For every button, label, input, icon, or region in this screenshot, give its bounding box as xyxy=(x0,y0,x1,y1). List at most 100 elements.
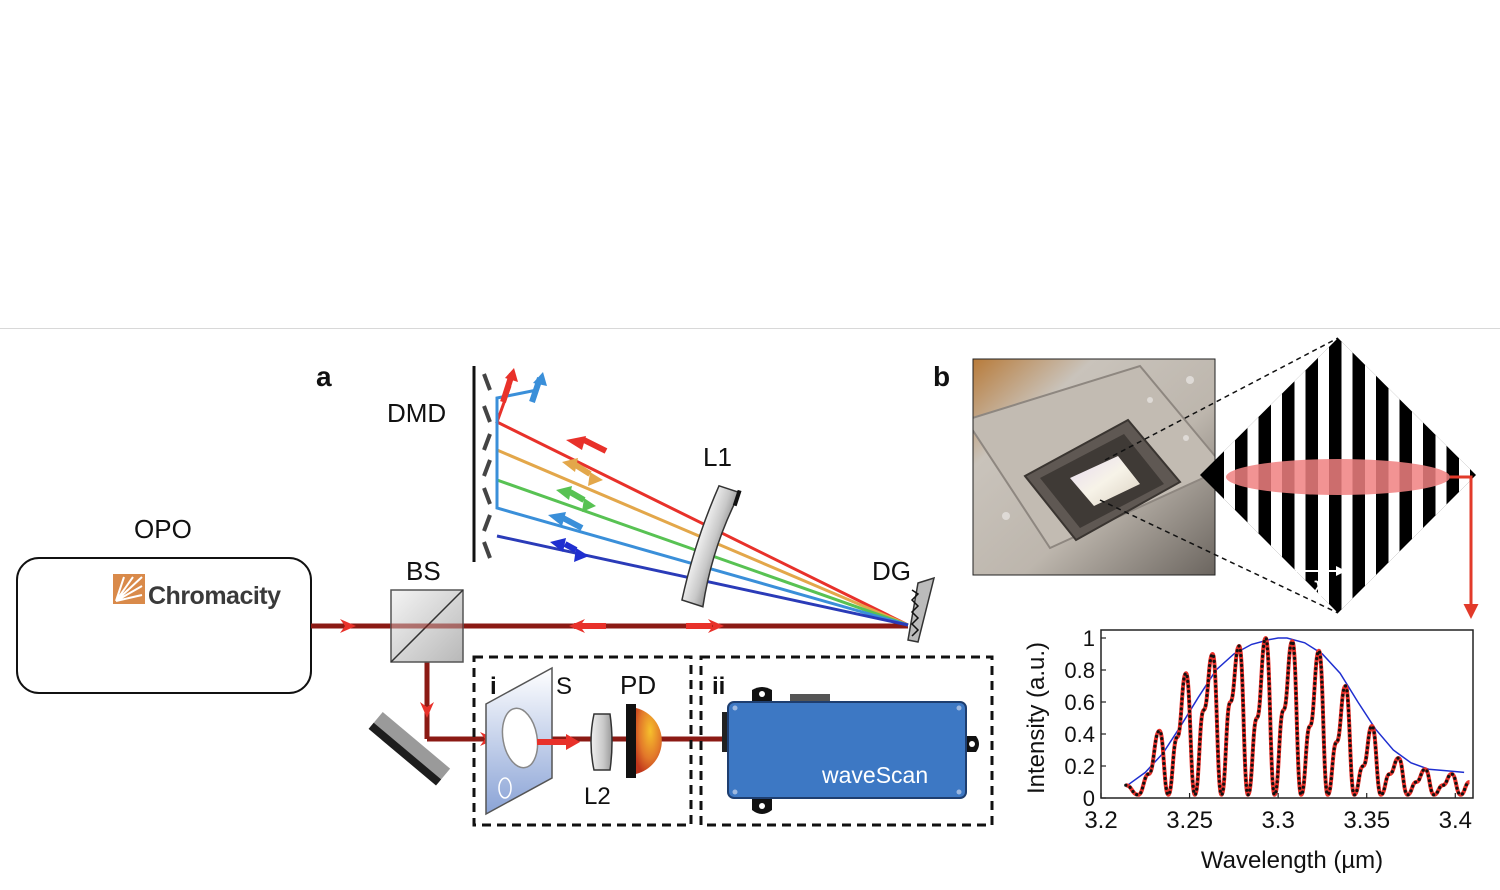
series-black-dot xyxy=(1381,791,1385,796)
l2-lens xyxy=(590,713,613,771)
series-black-dot xyxy=(1179,712,1183,716)
series-black-dot xyxy=(1267,672,1271,676)
series-black-dot xyxy=(1241,698,1245,703)
series-black-dot xyxy=(1204,698,1209,703)
series-black-dot xyxy=(1208,659,1212,663)
series-black-dot xyxy=(1171,755,1175,760)
series-black-dot xyxy=(1231,688,1235,693)
series-black-dot xyxy=(1278,730,1282,734)
series-black-dot xyxy=(1178,722,1182,726)
series-black-dot xyxy=(1179,707,1183,711)
wavescan-device xyxy=(722,687,979,814)
series-black-dot xyxy=(1292,646,1296,651)
series-black-dot xyxy=(1447,775,1451,779)
series-black-dot xyxy=(1249,778,1253,782)
y-tick-label: 0 xyxy=(1083,786,1095,811)
series-black-dot xyxy=(1269,737,1273,741)
series-black-dot xyxy=(1162,761,1166,766)
series-black-dot xyxy=(1243,763,1247,768)
series-black-dot xyxy=(1196,772,1200,776)
series-black-dot xyxy=(1305,740,1309,744)
chart-plot-area xyxy=(1100,629,1474,799)
series-black-dot xyxy=(1163,781,1168,786)
series-black-dot xyxy=(1279,720,1283,724)
series-black-dot xyxy=(1216,759,1220,763)
series-black-dot xyxy=(1288,651,1292,655)
series-black-dot xyxy=(1427,779,1431,783)
series-black-dot xyxy=(1240,668,1244,673)
series-black-dot xyxy=(1372,731,1376,735)
series-black-dot xyxy=(1264,637,1268,641)
series-black-dot xyxy=(1270,772,1274,776)
series-black-dot xyxy=(1445,779,1449,783)
series-black-dot xyxy=(1217,774,1221,778)
series-black-dot xyxy=(1214,684,1218,688)
series-black-dot xyxy=(1322,745,1326,749)
series-black-dot xyxy=(1128,785,1132,790)
l1-label: L1 xyxy=(703,442,732,472)
series-black-dot xyxy=(1268,702,1272,706)
series-black-dot xyxy=(1276,770,1280,774)
series-black-dot xyxy=(1454,781,1458,785)
brand-label: Chromacity xyxy=(148,582,281,610)
series-black-dot xyxy=(1212,659,1216,664)
series-black-dot xyxy=(1174,736,1178,740)
series-black-dot xyxy=(1318,655,1322,659)
series-black-dot xyxy=(1406,793,1410,797)
series-black-dot xyxy=(1267,667,1271,671)
series-black-dot xyxy=(1271,782,1275,786)
series-black-dot xyxy=(1438,786,1442,790)
series-black-dot xyxy=(1251,738,1256,742)
series-black-dot xyxy=(1196,777,1200,781)
series-black-dot xyxy=(1429,788,1433,793)
series-black-dot xyxy=(1215,719,1219,723)
series-black-dot xyxy=(1321,700,1325,704)
series-black-dot xyxy=(1197,747,1202,751)
series-black-dot xyxy=(1419,773,1423,777)
series-black-dot xyxy=(1321,720,1325,724)
series-black-dot xyxy=(1337,733,1341,737)
series-black-dot xyxy=(1215,724,1219,728)
series-black-dot xyxy=(1217,769,1221,773)
series-black-dot xyxy=(1240,673,1244,678)
series-black-dot xyxy=(1168,790,1172,794)
zoom-lines xyxy=(1099,337,1339,614)
series-black-dot xyxy=(1251,753,1255,757)
series-black-dot xyxy=(1143,776,1147,781)
series-black-dot xyxy=(1195,787,1199,791)
series-black-dot xyxy=(1214,699,1218,703)
series-black-dot xyxy=(1261,649,1265,654)
series-black-dot xyxy=(1315,657,1319,661)
series-black-dot xyxy=(1172,746,1176,750)
series-black-dot xyxy=(1189,749,1193,753)
series-black-dot xyxy=(1217,779,1221,783)
series-black-dot xyxy=(1177,732,1181,736)
series-black-dot xyxy=(1231,693,1235,698)
series-black-dot xyxy=(1320,675,1324,679)
series-black-dot xyxy=(1182,677,1186,681)
series-black-dot xyxy=(1304,745,1309,749)
series-black-dot xyxy=(1194,792,1198,796)
series-black-dot xyxy=(1260,669,1264,674)
series-black-dot xyxy=(1258,689,1263,693)
series-black-dot xyxy=(1269,757,1274,761)
series-black-dot xyxy=(1235,649,1239,653)
series-black-dot xyxy=(1288,646,1292,650)
series-black-dot xyxy=(1360,764,1365,768)
series-black-dot xyxy=(1257,704,1261,708)
series-black-dot xyxy=(1329,782,1333,786)
opo-box xyxy=(16,557,312,694)
series-black-dot xyxy=(1297,771,1301,775)
series-black-dot xyxy=(1331,762,1335,766)
series-black-dot xyxy=(1375,766,1379,770)
series-black-dot xyxy=(1189,739,1193,743)
series-black-dot xyxy=(1246,793,1250,797)
series-black-dot xyxy=(1187,704,1191,709)
series-black-dot xyxy=(1287,656,1291,660)
series-black-dot xyxy=(1347,714,1351,718)
series-black-dot xyxy=(1222,777,1226,781)
series-black-dot xyxy=(1142,781,1146,785)
series-black-dot xyxy=(1242,733,1246,738)
series-black-dot xyxy=(1295,731,1299,736)
series-black-dot xyxy=(1277,745,1281,749)
